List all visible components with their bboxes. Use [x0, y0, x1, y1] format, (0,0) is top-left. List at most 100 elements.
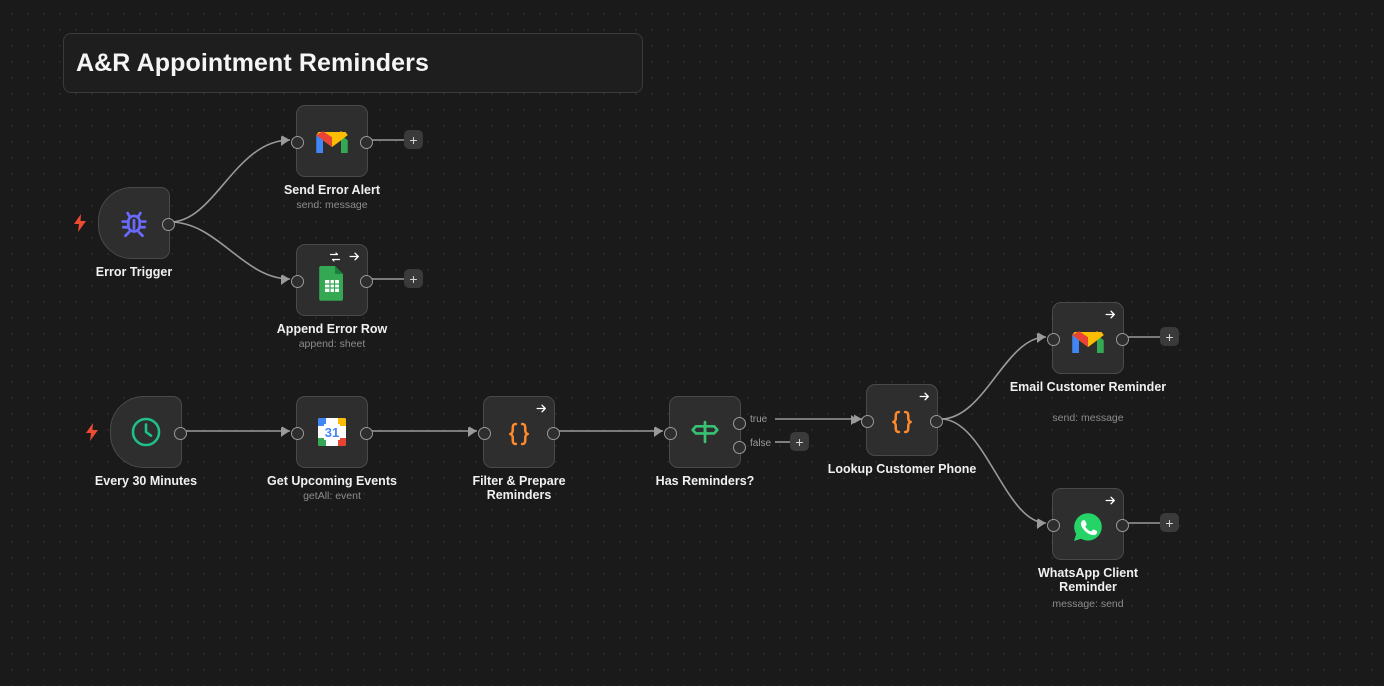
node-badges-lookup-customer-phone: [918, 390, 931, 403]
node-every-30-minutes-body[interactable]: [86, 396, 187, 468]
port-input-has-reminders[interactable]: [664, 426, 677, 440]
node-get-upcoming-events-body[interactable]: 31: [281, 396, 373, 468]
arrow-right-icon: [1104, 494, 1117, 507]
port-output-filter-prepare-reminders[interactable]: [547, 426, 560, 440]
node-email-customer-reminder-label: Email Customer Reminder: [1009, 380, 1167, 394]
node-every-30-minutes[interactable]: Every 30 Minutes: [86, 396, 197, 488]
node-get-upcoming-events[interactable]: 31 Get Upcoming Events getAll: event: [267, 396, 397, 502]
port-output-send-error-alert[interactable]: [360, 135, 373, 149]
gmail-icon: [314, 127, 350, 155]
arrow-right-icon: [918, 390, 931, 403]
port-input-filter-prepare-reminders[interactable]: [478, 426, 491, 440]
node-lookup-customer-phone-body[interactable]: [851, 384, 943, 456]
node-whatsapp-client-reminder-body[interactable]: [1037, 488, 1129, 560]
node-lookup-customer-phone[interactable]: Lookup Customer Phone: [828, 384, 976, 476]
node-email-customer-reminder[interactable]: Email Customer Reminder send: message: [1010, 302, 1166, 424]
port-input-whatsapp-client-reminder[interactable]: [1047, 518, 1060, 532]
node-has-reminders-label: Has Reminders?: [655, 474, 755, 488]
node-has-reminders-body[interactable]: true false: [654, 396, 771, 468]
node-send-error-alert-body[interactable]: [281, 105, 373, 177]
node-append-error-row[interactable]: Append Error Row append: sheet: [277, 244, 387, 350]
port-output-every-30-minutes[interactable]: [174, 426, 187, 440]
node-filter-prepare-reminders-label: Filter & Prepare Reminders: [472, 474, 566, 502]
node-send-error-alert-subtitle: send: message: [296, 199, 368, 211]
node-whatsapp-client-reminder-subtitle: message: send: [1052, 598, 1124, 610]
add-node-button-after-whatsapp-client-reminder[interactable]: +: [1160, 513, 1179, 532]
port-output-has-reminders-true[interactable]: [733, 417, 746, 430]
port-output-whatsapp-client-reminder[interactable]: [1116, 518, 1129, 532]
plus-icon: +: [1165, 514, 1174, 531]
add-node-button-after-has-reminders-false[interactable]: +: [790, 432, 809, 451]
port-output-email-customer-reminder[interactable]: [1116, 332, 1129, 346]
code-braces-icon: [887, 407, 917, 437]
node-append-error-row-body[interactable]: [281, 244, 373, 316]
port-input-send-error-alert[interactable]: [291, 135, 304, 149]
add-node-button-after-email-customer-reminder[interactable]: +: [1160, 327, 1179, 346]
retry-icon: [329, 251, 341, 263]
node-error-trigger-body[interactable]: [74, 187, 175, 259]
node-error-trigger[interactable]: Error Trigger: [74, 187, 175, 279]
edge-lookup-to-email-customer-reminder: [940, 336, 1047, 420]
port-output-get-upcoming-events[interactable]: [360, 426, 373, 440]
svg-text:31: 31: [325, 425, 339, 440]
plus-icon: +: [795, 433, 804, 450]
port-input-append-error-row[interactable]: [291, 274, 304, 288]
node-append-error-row-subtitle: append: sheet: [298, 338, 366, 350]
port-output-append-error-row[interactable]: [360, 274, 373, 288]
node-get-upcoming-events-label: Get Upcoming Events: [267, 474, 397, 488]
input-arrow-icon: [281, 427, 288, 437]
input-arrow-icon: [281, 136, 288, 146]
plus-icon: +: [409, 270, 418, 287]
bug-icon: [117, 206, 151, 240]
plus-icon: +: [1165, 328, 1174, 345]
clock-icon: [129, 415, 163, 449]
node-badges-append-error-row: [329, 250, 361, 263]
whatsapp-icon: [1072, 511, 1104, 543]
node-whatsapp-client-reminder[interactable]: WhatsApp Client Reminder message: send: [1037, 488, 1138, 610]
arrow-right-icon: [348, 250, 361, 263]
google-sheets-icon: [318, 265, 346, 301]
lightning-bolt-icon: [85, 423, 99, 441]
node-badges-whatsapp-client-reminder: [1104, 494, 1117, 507]
gmail-icon: [1070, 327, 1106, 355]
node-error-trigger-label: Error Trigger: [95, 265, 173, 279]
port-input-lookup-customer-phone[interactable]: [861, 414, 874, 428]
node-filter-prepare-reminders-body[interactable]: [468, 396, 560, 468]
node-filter-prepare-reminders[interactable]: Filter & Prepare Reminders: [468, 396, 566, 502]
arrow-right-icon: [535, 402, 548, 415]
node-get-upcoming-events-subtitle: getAll: event: [303, 490, 361, 502]
node-badges-email-customer-reminder: [1104, 308, 1117, 321]
input-arrow-icon: [281, 275, 288, 285]
input-arrow-icon: [468, 427, 475, 437]
port-label-true: true: [750, 414, 768, 425]
signpost-icon: [688, 415, 722, 449]
port-output-has-reminders-false[interactable]: [733, 441, 746, 454]
sticky-note-title-card[interactable]: A&R Appointment Reminders: [63, 33, 643, 93]
arrow-right-icon: [1104, 308, 1117, 321]
input-arrow-icon: [1037, 333, 1044, 343]
node-append-error-row-label: Append Error Row: [276, 322, 388, 336]
page-title: A&R Appointment Reminders: [76, 48, 429, 77]
node-email-customer-reminder-subtitle: send: message: [1052, 412, 1124, 424]
node-every-30-minutes-label: Every 30 Minutes: [94, 474, 198, 488]
input-arrow-icon: [1037, 519, 1044, 529]
lightning-bolt-icon: [73, 214, 87, 232]
add-node-button-after-append-error-row[interactable]: +: [404, 269, 423, 288]
input-arrow-icon: [654, 427, 661, 437]
code-braces-icon: [504, 419, 534, 449]
node-email-customer-reminder-body[interactable]: [1037, 302, 1129, 374]
port-output-lookup-customer-phone[interactable]: [930, 414, 943, 428]
add-node-button-after-send-error-alert[interactable]: +: [404, 130, 423, 149]
port-input-get-upcoming-events[interactable]: [291, 426, 304, 440]
node-lookup-customer-phone-label: Lookup Customer Phone: [827, 462, 977, 476]
plus-icon: +: [409, 131, 418, 148]
port-output-error-trigger[interactable]: [162, 217, 175, 231]
node-send-error-alert-label: Send Error Alert: [283, 183, 381, 197]
node-send-error-alert[interactable]: Send Error Alert send: message: [281, 105, 380, 211]
port-input-email-customer-reminder[interactable]: [1047, 332, 1060, 346]
port-label-false: false: [750, 438, 772, 449]
input-arrow-icon: [851, 415, 858, 425]
node-has-reminders[interactable]: true false Has Reminders?: [654, 396, 771, 488]
google-calendar-icon: 31: [316, 416, 348, 448]
